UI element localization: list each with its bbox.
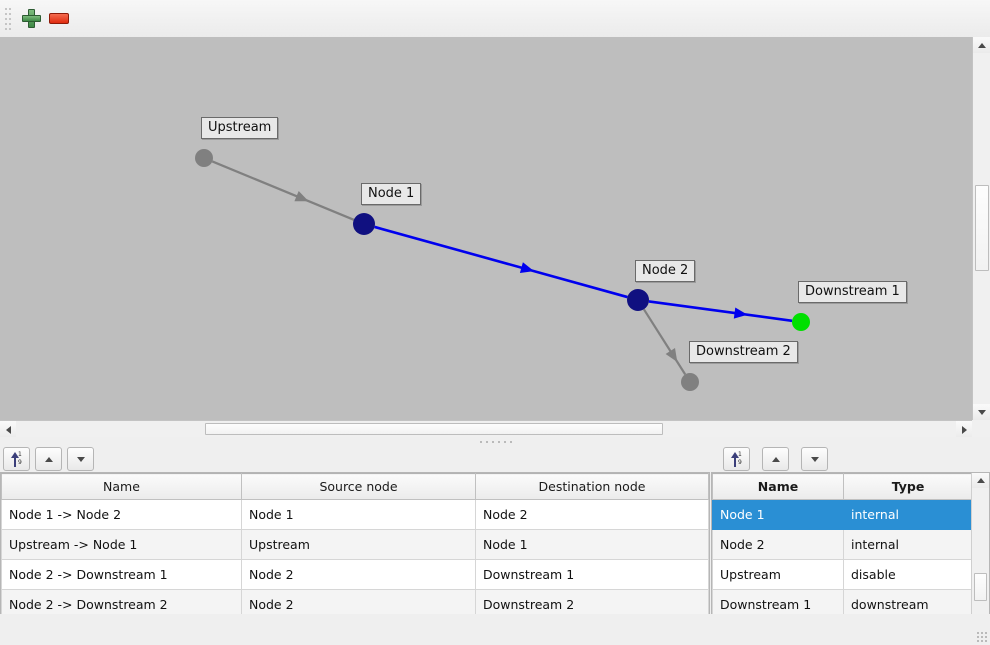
graph-drawing[interactable]: [0, 37, 972, 420]
remove-node-button[interactable]: [45, 5, 73, 33]
graph-edge[interactable]: [648, 300, 793, 323]
triangle-down-icon: [810, 456, 819, 462]
graph-node-node2[interactable]: [627, 289, 649, 311]
graph-edge-arrowhead: [294, 191, 309, 202]
edges-move-up-button[interactable]: [35, 447, 62, 471]
node-type[interactable]: disable: [843, 559, 973, 590]
graph-node-downstream1[interactable]: [792, 313, 810, 331]
edges-table: Name Source node Destination node Node 1…: [1, 473, 709, 631]
canvas-vertical-scroll-thumb[interactable]: [975, 185, 989, 271]
graph-node-label-node2[interactable]: Node 2: [635, 260, 696, 282]
edge-source[interactable]: Node 2: [241, 559, 476, 590]
nodes-vertical-scrollbar[interactable]: [971, 473, 989, 631]
nodes-column-name[interactable]: Name: [712, 473, 844, 500]
scrollbar-corner: [972, 420, 990, 437]
graph-node-label-downstream1[interactable]: Downstream 1: [798, 281, 907, 303]
scroll-down-button[interactable]: [973, 404, 990, 420]
add-node-button[interactable]: [17, 5, 45, 33]
triangle-up-icon: [978, 42, 986, 48]
triangle-up-icon: [44, 456, 53, 462]
graph-node-label-node1[interactable]: Node 1: [361, 183, 422, 205]
edge-name[interactable]: Node 2 -> Downstream 1: [1, 559, 242, 590]
edge-source[interactable]: Node 1: [241, 499, 476, 530]
nodes-move-up-button[interactable]: [762, 447, 789, 471]
graph-edge[interactable]: [642, 308, 687, 375]
edge-destination[interactable]: Node 2: [475, 499, 709, 530]
edge-destination[interactable]: Downstream 1: [475, 559, 709, 590]
graph-node-label-upstream[interactable]: Upstream: [201, 117, 279, 139]
edges-move-down-button[interactable]: [67, 447, 94, 471]
graph-edge-arrowhead: [519, 262, 534, 273]
graph-edge[interactable]: [374, 225, 628, 299]
graph-node-label-downstream2[interactable]: Downstream 2: [689, 341, 798, 363]
nodes-table-header-row: Name Type: [712, 473, 973, 500]
graph-edge[interactable]: [211, 160, 355, 221]
canvas-vertical-scrollbar[interactable]: [972, 37, 990, 420]
graph-node-node1[interactable]: [353, 213, 375, 235]
triangle-right-icon: [961, 425, 967, 434]
canvas-horizontal-scrollbar[interactable]: [0, 420, 972, 438]
status-bar: [0, 614, 990, 645]
node-type[interactable]: internal: [843, 529, 973, 560]
scroll-left-button[interactable]: [0, 421, 16, 438]
scroll-up-button[interactable]: [973, 37, 990, 53]
toolbar-drag-handle[interactable]: [4, 7, 13, 30]
edges-table-container[interactable]: Name Source node Destination node Node 1…: [0, 472, 710, 632]
edge-name[interactable]: Upstream -> Node 1: [1, 529, 242, 560]
edges-column-destination[interactable]: Destination node: [475, 473, 709, 500]
graph-edge-arrowhead: [733, 307, 748, 319]
triangle-up-icon: [976, 478, 985, 483]
node-name[interactable]: Upstream: [712, 559, 844, 590]
node-name[interactable]: Node 1: [712, 499, 844, 530]
graph-edge-arrowhead: [665, 348, 678, 362]
canvas-horizontal-scroll-thumb[interactable]: [205, 423, 663, 435]
graph-node-upstream[interactable]: [195, 149, 213, 167]
triangle-left-icon: [5, 425, 11, 434]
graph-node-downstream2[interactable]: [681, 373, 699, 391]
edges-column-name[interactable]: Name: [1, 473, 242, 500]
plus-icon: [21, 9, 41, 28]
panel-splitter[interactable]: [0, 437, 990, 446]
nodes-column-type[interactable]: Type: [843, 473, 973, 500]
nodes-vertical-scroll-thumb[interactable]: [974, 573, 987, 601]
main-toolbar: [0, 0, 990, 38]
edges-column-source[interactable]: Source node: [241, 473, 476, 500]
nodes-scroll-up-button[interactable]: [972, 473, 989, 488]
triangle-down-icon: [76, 456, 85, 462]
nodes-move-down-button[interactable]: [801, 447, 828, 471]
node-type[interactable]: internal: [843, 499, 973, 530]
edge-name[interactable]: Node 1 -> Node 2: [1, 499, 242, 530]
triangle-up-icon: [771, 456, 780, 462]
edge-destination[interactable]: Node 1: [475, 529, 709, 560]
edges-table-header-row: Name Source node Destination node: [1, 473, 709, 500]
edge-source[interactable]: Upstream: [241, 529, 476, 560]
node-name[interactable]: Node 2: [712, 529, 844, 560]
triangle-down-icon: [978, 409, 986, 415]
minus-icon: [49, 13, 69, 24]
scroll-right-button[interactable]: [956, 421, 972, 438]
resize-grip[interactable]: [976, 631, 988, 643]
